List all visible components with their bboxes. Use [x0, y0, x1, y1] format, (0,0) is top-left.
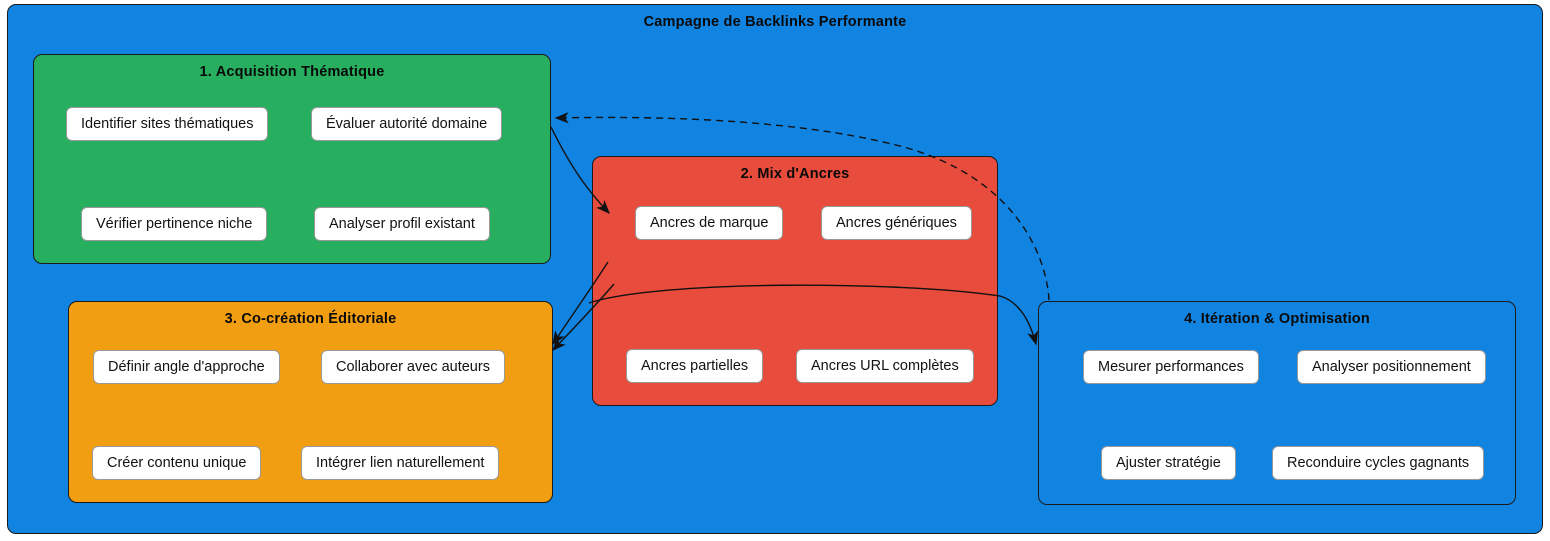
node-ajuster-strategie[interactable]: Ajuster stratégie — [1101, 446, 1236, 480]
node-ancres-url-completes[interactable]: Ancres URL complètes — [796, 349, 974, 383]
node-creer-contenu-unique[interactable]: Créer contenu unique — [92, 446, 262, 480]
cluster-iteration-optimisation[interactable]: 4. Itération & Optimisation Mesurer perf… — [1038, 301, 1516, 505]
cluster-mix-d-ancres[interactable]: 2. Mix d'Ancres Ancres de marque Ancres … — [592, 156, 998, 406]
node-ancres-de-marque[interactable]: Ancres de marque — [635, 206, 784, 240]
node-ancres-partielles[interactable]: Ancres partielles — [626, 349, 764, 383]
node-identifier-sites-thematiques[interactable]: Identifier sites thématiques — [66, 107, 269, 141]
node-definir-angle-d-approche[interactable]: Définir angle d'approche — [93, 350, 280, 384]
cluster-2-title: 2. Mix d'Ancres — [740, 166, 850, 182]
node-analyser-profil-existant[interactable]: Analyser profil existant — [314, 207, 490, 241]
node-evaluer-autorite-domaine[interactable]: Évaluer autorité domaine — [311, 107, 503, 141]
node-integrer-lien-naturellement[interactable]: Intégrer lien naturellement — [301, 446, 500, 480]
page-title: Campagne de Backlinks Performante — [643, 14, 907, 30]
node-collaborer-avec-auteurs[interactable]: Collaborer avec auteurs — [321, 350, 505, 384]
cluster-acquisition-thematique[interactable]: 1. Acquisition Thématique Identifier sit… — [33, 54, 551, 264]
cluster-3-title: 3. Co-création Éditoriale — [224, 311, 397, 327]
cluster-1-title: 1. Acquisition Thématique — [199, 64, 385, 80]
node-reconduire-cycles-gagnants[interactable]: Reconduire cycles gagnants — [1272, 446, 1485, 480]
cluster-co-creation-editoriale[interactable]: 3. Co-création Éditoriale Définir angle … — [68, 301, 553, 503]
node-mesurer-performances[interactable]: Mesurer performances — [1083, 350, 1259, 384]
node-ancres-generiques[interactable]: Ancres génériques — [821, 206, 972, 240]
cluster-4-title: 4. Itération & Optimisation — [1184, 311, 1370, 327]
node-verifier-pertinence-niche[interactable]: Vérifier pertinence niche — [81, 207, 268, 241]
node-analyser-positionnement[interactable]: Analyser positionnement — [1297, 350, 1486, 384]
